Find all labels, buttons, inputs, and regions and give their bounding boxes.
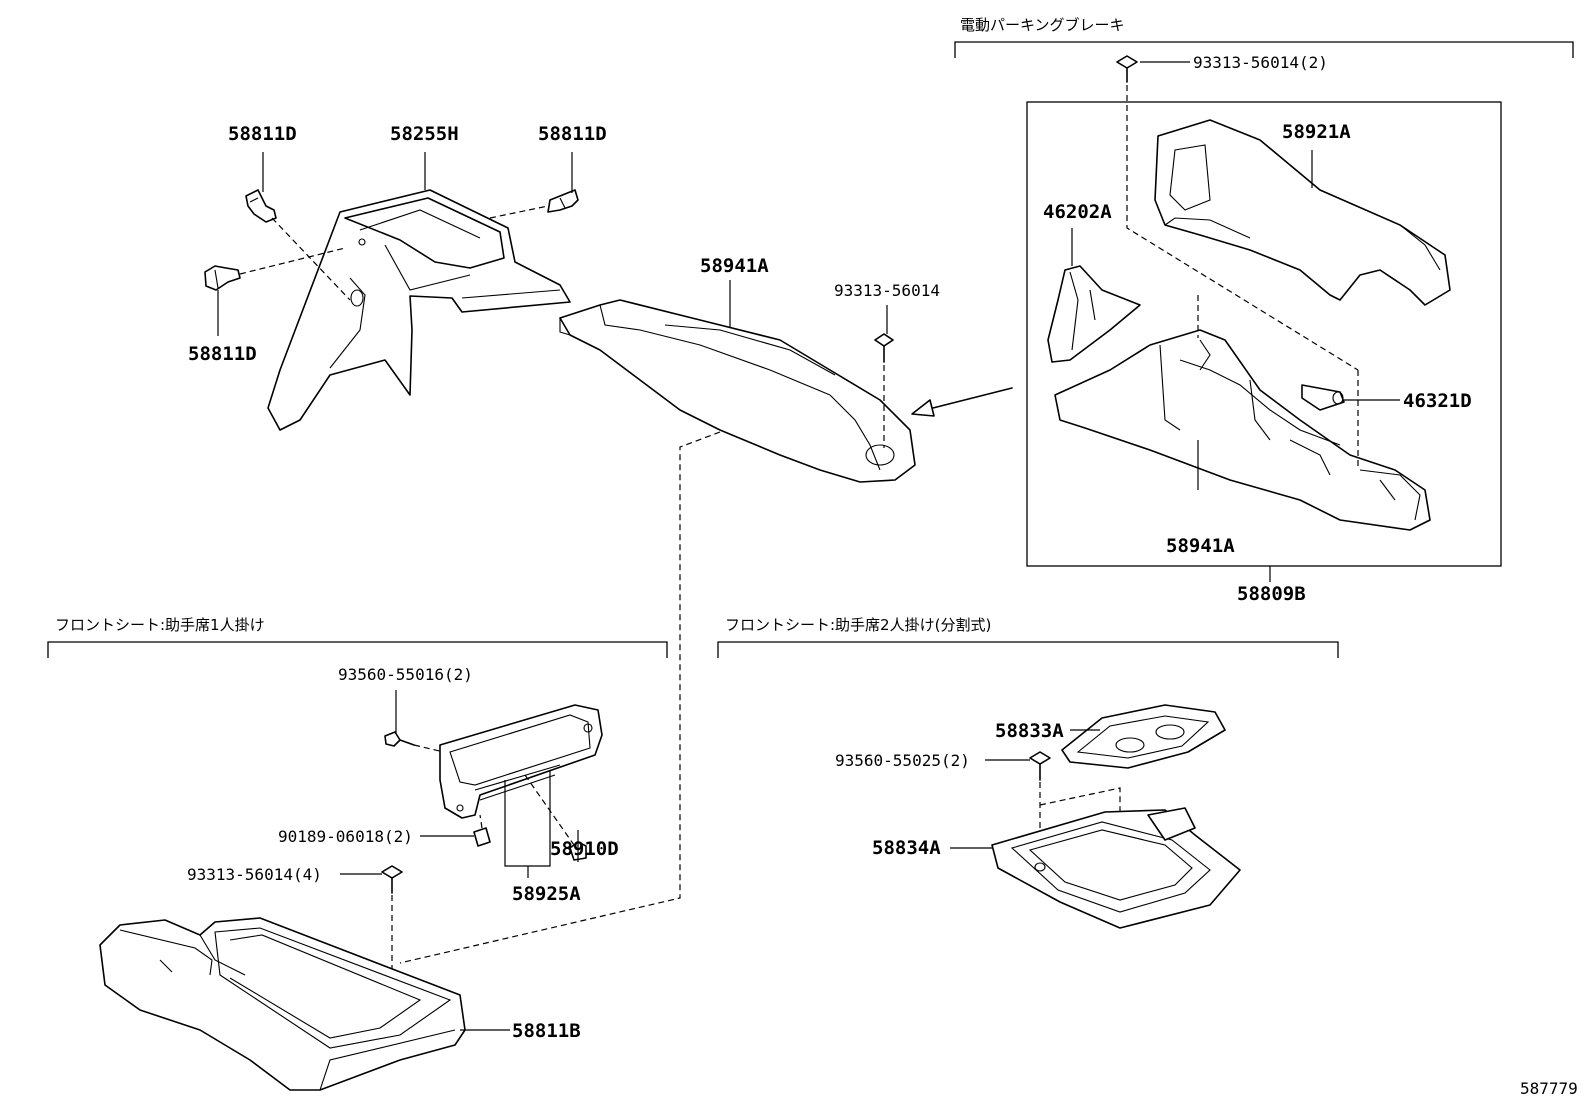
section-title-electric-parking-brake: 電動パーキングブレーキ xyxy=(960,16,1125,34)
label-93560-55016-2: 93560-55016(2) xyxy=(338,665,473,684)
part-46202A-boot xyxy=(1047,265,1141,363)
direction-arrow-icon xyxy=(911,387,1013,417)
label-90189-06018-2: 90189-06018(2) xyxy=(278,827,413,846)
leader-lines xyxy=(217,61,1400,1031)
assembly-box-58809B xyxy=(1026,101,1502,567)
part-46321D-pin xyxy=(1301,384,1345,411)
label-58921A: 58921A xyxy=(1282,121,1351,143)
label-58809B: 58809B xyxy=(1237,583,1306,605)
label-58941A-main: 58941A xyxy=(700,255,769,277)
label-46202A: 46202A xyxy=(1043,201,1112,223)
part-58834A-base xyxy=(991,807,1241,929)
part-93313-56014-screw-top xyxy=(1116,55,1138,83)
section-front-seat-double: フロントシート:助手席2人掛け(分割式) xyxy=(717,616,1339,658)
label-58811D-a: 58811D xyxy=(228,123,297,145)
label-93313-56014: 93313-56014 xyxy=(834,281,940,300)
label-58834A: 58834A xyxy=(872,837,941,859)
part-58811D-clip-a xyxy=(245,189,277,223)
label-93560-55025-2: 93560-55025(2) xyxy=(835,751,970,770)
section-front-seat-single: フロントシート:助手席1人掛け xyxy=(47,616,668,658)
label-58811D-c: 58811D xyxy=(188,343,257,365)
part-58833A-lid xyxy=(1061,704,1226,769)
section-electric-parking-brake: 電動パーキングブレーキ xyxy=(954,16,1574,567)
part-93560-55025-screw xyxy=(1029,751,1051,781)
part-58255H-bracket xyxy=(267,189,571,431)
label-58811B: 58811B xyxy=(512,1020,581,1042)
part-58941A-console xyxy=(559,299,916,483)
part-93313-56014-screw-4 xyxy=(381,865,403,894)
label-58941A-sub: 58941A xyxy=(1166,535,1235,557)
part-58925A-tray xyxy=(439,704,603,819)
label-58811D-b: 58811D xyxy=(538,123,607,145)
part-58811D-clip-b xyxy=(547,189,579,213)
label-58925A: 58925A xyxy=(512,883,581,905)
part-90189-06018-nut xyxy=(473,827,491,847)
label-58255H: 58255H xyxy=(390,123,459,145)
label-93313-56014-4: 93313-56014(4) xyxy=(187,865,322,884)
label-93313-56014-2: 93313-56014(2) xyxy=(1193,53,1328,72)
label-46321D: 46321D xyxy=(1403,390,1472,412)
section-title-front-seat-single: フロントシート:助手席1人掛け xyxy=(55,616,265,634)
part-93560-55016-screw xyxy=(384,731,415,747)
section-title-front-seat-double: フロントシート:助手席2人掛け(分割式) xyxy=(725,616,991,634)
part-93313-56014-screw xyxy=(874,333,894,363)
part-58921A-cover xyxy=(1154,119,1451,306)
label-58910D: 58910D xyxy=(550,838,619,860)
part-58941A-lower-console xyxy=(1054,329,1431,531)
label-58833A: 58833A xyxy=(995,720,1064,742)
diagram-reference-number: 587779 xyxy=(1520,1079,1578,1098)
part-58811B-console-box xyxy=(99,917,466,1091)
part-58811D-clip-c xyxy=(204,265,241,291)
